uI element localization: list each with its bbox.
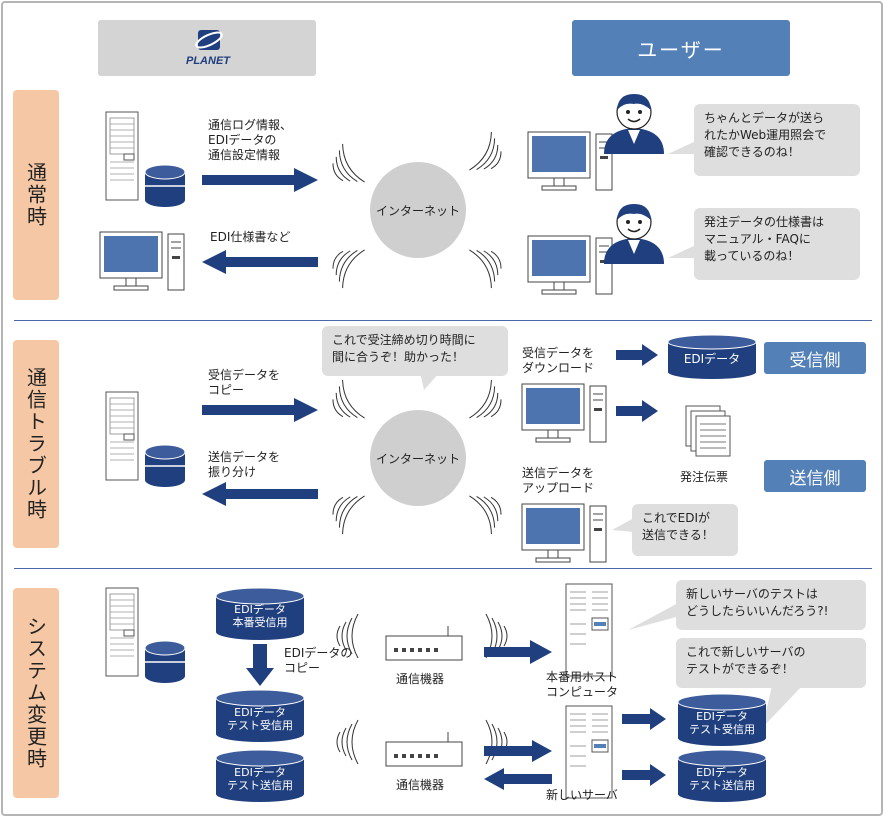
- database-icon: [144, 444, 186, 488]
- new-server-icon: [565, 705, 613, 799]
- new-server-label: 新しいサーバ: [546, 788, 618, 802]
- section-change: システム変更時: [13, 588, 59, 798]
- signal-waves-icon: [323, 238, 366, 289]
- normal-out-label: 通信ログ情報、 EDIデータの 通信設定情報: [208, 118, 293, 162]
- db-test-send-label: EDIデータ テスト送信用: [227, 766, 293, 792]
- upload-label: 送信データを アップロード: [522, 466, 595, 495]
- download-label: 受信データを ダウンロード: [522, 346, 595, 375]
- send-side-badge: 送信側: [764, 460, 866, 492]
- speech-bubble-top: これで受注締め切り時間に 間に合うぞ！助かった！: [322, 326, 508, 376]
- section-change-label: システム変更時: [23, 616, 48, 770]
- signal-waves-icon: [468, 238, 511, 289]
- planet-logo-text: PLANET: [186, 55, 231, 67]
- section-normal: 通常時: [13, 90, 59, 300]
- bubble-tail: [628, 602, 680, 630]
- db-test-recv-label: EDIデータ テスト受信用: [227, 706, 293, 732]
- speech-bubble-change-1: 新しいサーバのテストは どうしたらいいんだろう?!: [676, 580, 866, 630]
- signal-waves-icon: [323, 379, 366, 430]
- router-icon: [385, 731, 463, 767]
- speech-bubble-change-2: これで新しいサーバの テストができるぞ！: [676, 638, 866, 688]
- signal-waves-icon: [336, 719, 359, 765]
- signal-waves-icon: [336, 613, 359, 659]
- database-icon: [677, 749, 767, 802]
- internet-cloud: インターネット: [370, 410, 466, 506]
- signal-waves-icon: [468, 379, 511, 430]
- arrow-right-icon: [616, 400, 658, 422]
- database-icon: [144, 164, 186, 208]
- db-prod-label: EDIデータ 本番受信用: [232, 603, 288, 629]
- edi-data-label: EDIデータ: [683, 352, 741, 366]
- order-slip-label: 発注伝票: [680, 470, 729, 484]
- trouble-in-label: 送信データを 振り分け: [208, 450, 281, 479]
- comm-device-2-label: 通信機器: [396, 778, 445, 792]
- arrow-right-icon: [202, 398, 318, 422]
- arrow-left-icon: [484, 768, 552, 790]
- database-icon: [215, 587, 305, 640]
- document-stack-icon: [685, 405, 731, 457]
- bubble-tail: [668, 140, 698, 154]
- signal-waves-icon: [468, 131, 511, 182]
- server-tower-icon: [105, 111, 139, 201]
- user-person-icon: [603, 93, 665, 155]
- speech-bubble-bottom: これでEDIが 送信できる！: [632, 504, 738, 556]
- signal-waves-icon: [323, 484, 366, 535]
- pc-icon: [521, 503, 607, 563]
- out-db-2-label: EDIデータ テスト送信用: [689, 766, 755, 792]
- section-normal-label: 通常時: [23, 162, 48, 228]
- copy-label: EDIデータの コピー: [284, 646, 353, 675]
- arrow-right-icon: [202, 168, 318, 192]
- router-icon: [385, 625, 463, 661]
- trouble-out-label: 受信データを コピー: [208, 368, 281, 397]
- server-tower-icon: [105, 587, 139, 677]
- host-computer-icon: [565, 583, 613, 677]
- arrow-right-icon: [622, 764, 666, 786]
- database-icon: [215, 749, 305, 802]
- user-header: ユーザー: [572, 20, 790, 76]
- host-computer-label: 本番用ホスト コンピュータ: [546, 670, 619, 699]
- database-icon: [677, 693, 767, 746]
- speech-bubble-1: ちゃんとデータが送ら れたかWeb運用照会で 確認できるのね！: [694, 104, 860, 176]
- planet-logo: PLANET: [186, 30, 231, 67]
- section-trouble: 通信トラブル時: [13, 340, 59, 548]
- internet-cloud: インターネット: [370, 162, 466, 258]
- divider: [14, 320, 872, 321]
- arrow-right-icon: [622, 708, 666, 730]
- arrow-down-icon: [246, 644, 274, 686]
- planet-header: PLANET: [98, 20, 316, 76]
- server-tower-icon: [105, 391, 139, 481]
- divider: [14, 568, 872, 569]
- out-db-1-label: EDIデータ テスト受信用: [689, 710, 755, 736]
- arrow-left-icon: [202, 482, 318, 506]
- pc-icon: [99, 231, 185, 291]
- signal-waves-icon: [468, 484, 511, 535]
- database-icon: [144, 640, 186, 684]
- bubble-tail: [668, 244, 698, 258]
- arrow-right-icon: [484, 740, 552, 762]
- database-icon: [215, 689, 305, 742]
- receive-side-badge: 受信側: [764, 342, 866, 374]
- pc-icon: [521, 383, 607, 443]
- bubble-tail: [762, 686, 802, 728]
- section-trouble-label: 通信トラブル時: [23, 367, 48, 521]
- speech-bubble-2: 発注データの仕様書は マニュアル・FAQに 載っているのね！: [694, 208, 860, 280]
- database-icon: [667, 334, 757, 379]
- comm-device-1-label: 通信機器: [396, 672, 445, 686]
- normal-in-label: EDI仕様書など: [210, 230, 291, 244]
- bubble-tail: [420, 372, 440, 390]
- user-person-icon: [603, 203, 665, 265]
- signal-waves-icon: [323, 143, 366, 194]
- arrow-right-icon: [484, 640, 552, 664]
- bubble-tail: [612, 518, 634, 532]
- arrow-left-icon: [202, 250, 318, 274]
- arrow-right-icon: [616, 344, 658, 366]
